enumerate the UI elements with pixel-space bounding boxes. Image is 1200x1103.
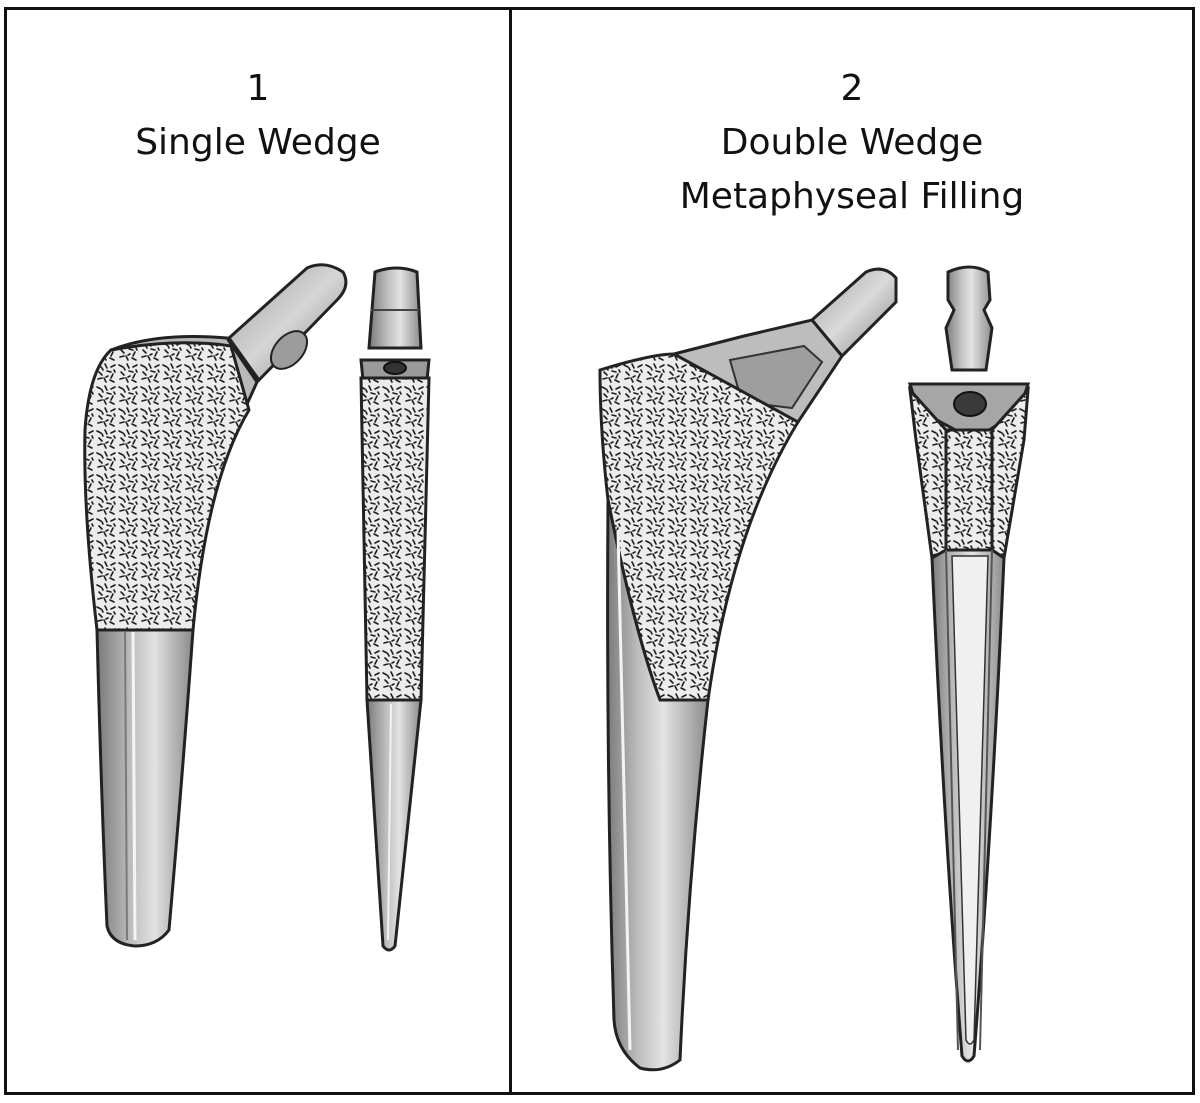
panel-number: 1 — [246, 68, 270, 109]
panel-caption: 2 Double Wedge Metaphyseal Filling — [512, 62, 1192, 224]
panel-single-wedge: 1 Single Wedge — [4, 7, 512, 1095]
panel-subtitle: Metaphyseal Filling — [679, 176, 1025, 217]
single-wedge-illustration — [83, 263, 431, 952]
panel-title: Double Wedge — [720, 122, 984, 163]
panel-title: Single Wedge — [135, 122, 381, 163]
stem-frontal-view — [83, 263, 348, 948]
stem-lateral-view — [907, 265, 1031, 1063]
panel-double-wedge: 2 Double Wedge Metaphyseal Filling — [509, 7, 1195, 1095]
panel-caption: 1 Single Wedge — [7, 62, 509, 170]
panel-number: 2 — [840, 68, 864, 109]
double-wedge-illustration — [598, 265, 1031, 1072]
stem-lateral-view — [359, 266, 431, 952]
stem-frontal-view — [598, 267, 898, 1072]
